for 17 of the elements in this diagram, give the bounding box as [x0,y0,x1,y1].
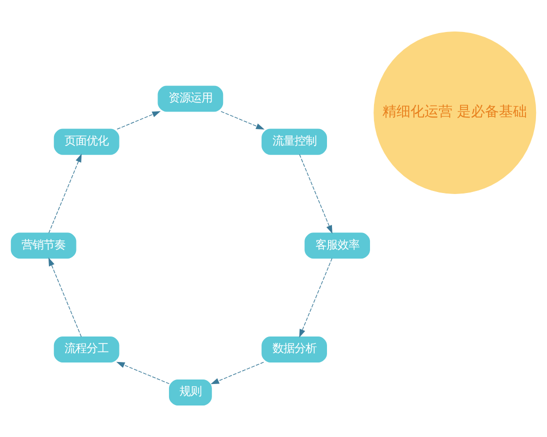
arrow [210,362,264,384]
node-box: 流量控制 [262,128,327,155]
node-box: 规则 [168,380,212,406]
node-box: 流程分工 [54,336,120,363]
node-box: 资源运用 [158,86,224,112]
node-box: 客服效率 [304,232,370,259]
node-box: 数据分析 [262,336,327,363]
arrow [299,258,332,338]
arrow [220,111,265,130]
arrow [48,154,82,234]
arrow [116,111,161,130]
arrow [48,258,82,338]
arrow [116,362,170,384]
arrow [299,154,332,234]
node-box: 页面优化 [54,128,120,155]
node-circle: 精细化运营 是必备基础 [374,31,536,194]
node-box: 营销节奏 [10,232,76,259]
